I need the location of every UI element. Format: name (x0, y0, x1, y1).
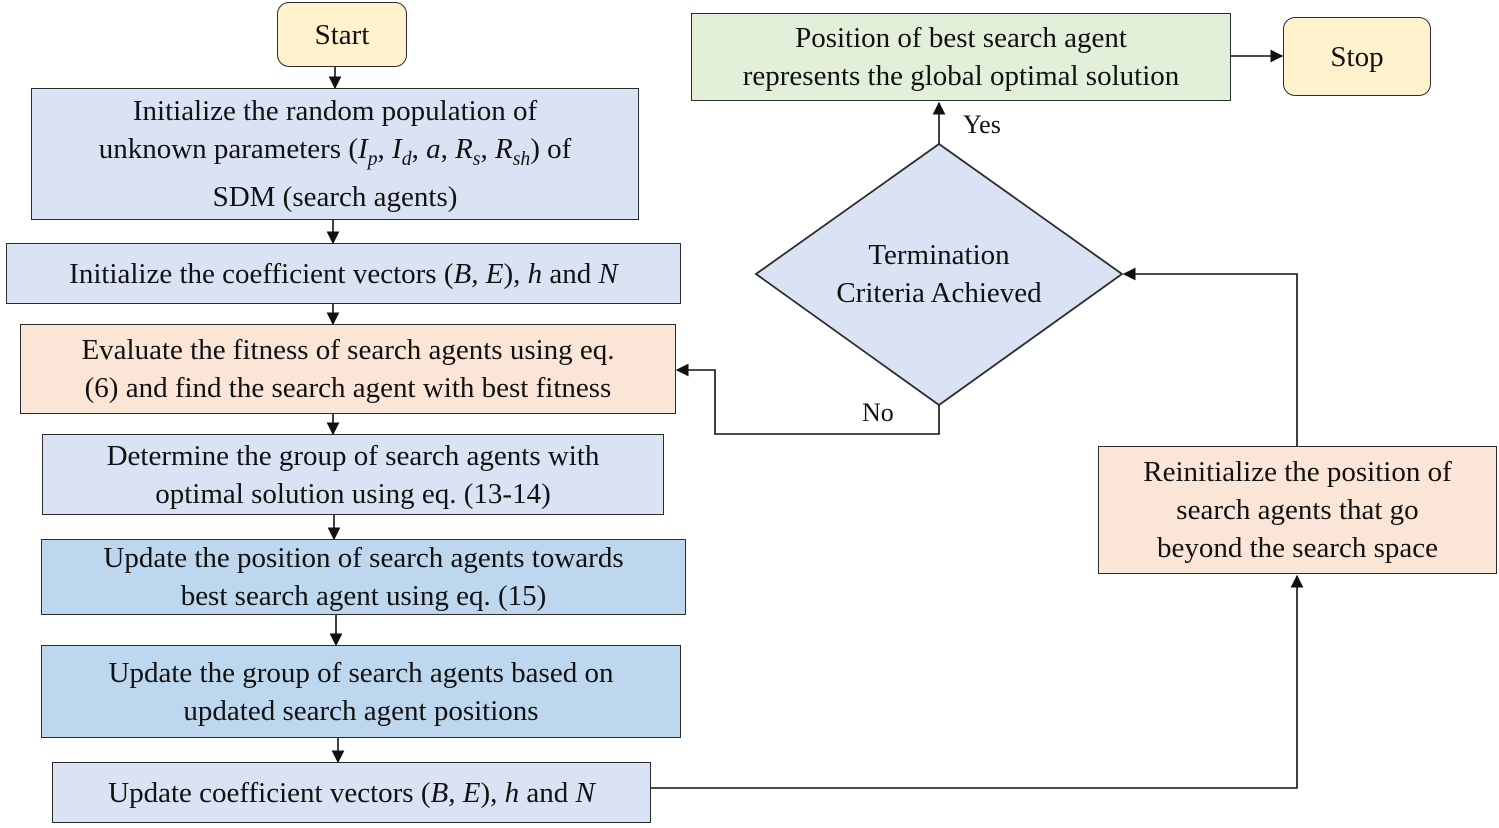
start-label: Start (314, 18, 370, 51)
update-group-line2: updated search agent positions (183, 694, 539, 727)
reinitialize-node: Reinitialize the position of search agen… (1098, 446, 1497, 574)
evaluate-line2: (6) and find the search agent with best … (84, 372, 612, 404)
determine-line1: Determine the group of search agents wit… (106, 439, 600, 472)
termination-text: Termination Criteria Achieved (756, 236, 1122, 312)
termination-line1: Termination (868, 239, 1010, 271)
update-position-line1: Update the position of search agents tow… (103, 542, 624, 574)
determine-line2: optimal solution using eq. (13-14) (155, 477, 551, 510)
arrow-coeff-update-to-reinitialize (651, 574, 1304, 789)
reinitialize-line2: search agents that go (1176, 494, 1419, 526)
init-coeff-label: Initialize the coefficient vectors (B, E… (69, 257, 618, 290)
update-group-node: Update the group of search agents based … (41, 645, 681, 738)
update-group-line1: Update the group of search agents based … (108, 656, 614, 689)
stop-label: Stop (1330, 40, 1384, 73)
init-population-line3: SDM (search agents) (212, 180, 458, 213)
update-coeff-node: Update coefficient vectors (B, E), h and… (52, 762, 651, 823)
start-node: Start (277, 2, 407, 67)
yes-label: Yes (963, 110, 1001, 139)
reinitialize-line3: beyond the search space (1156, 532, 1438, 564)
termination-line2: Criteria Achieved (836, 277, 1042, 309)
reinitialize-line1: Reinitialize the position of (1143, 456, 1452, 488)
arrow-reinitialize-to-diamond (1122, 267, 1298, 446)
init-population-line2: unknown parameters (Ip, Id, a, Rs, Rsh) … (98, 133, 572, 170)
update-position-line2: best search agent using eq. (15) (180, 580, 547, 612)
best-position-line1: Position of best search agent (795, 22, 1127, 54)
evaluate-fitness-node: Evaluate the fitness of search agents us… (20, 324, 676, 414)
no-label: No (862, 398, 894, 427)
update-coeff-label: Update coefficient vectors (B, E), h and… (108, 776, 595, 809)
best-position-line2: represents the global optimal solution (742, 60, 1180, 92)
arrow-diamond-no-to-evaluate (675, 363, 940, 435)
determine-group-node: Determine the group of search agents wit… (42, 434, 664, 515)
init-population-line1: Initialize the random population of (132, 95, 538, 128)
best-position-node: Position of best search agent represents… (691, 13, 1231, 101)
update-position-node: Update the position of search agents tow… (41, 539, 686, 615)
init-population-node: Initialize the random population of unkn… (31, 88, 639, 220)
stop-node: Stop (1283, 17, 1431, 96)
evaluate-line1: Evaluate the fitness of search agents us… (81, 334, 615, 366)
init-coeff-node: Initialize the coefficient vectors (B, E… (6, 243, 681, 304)
